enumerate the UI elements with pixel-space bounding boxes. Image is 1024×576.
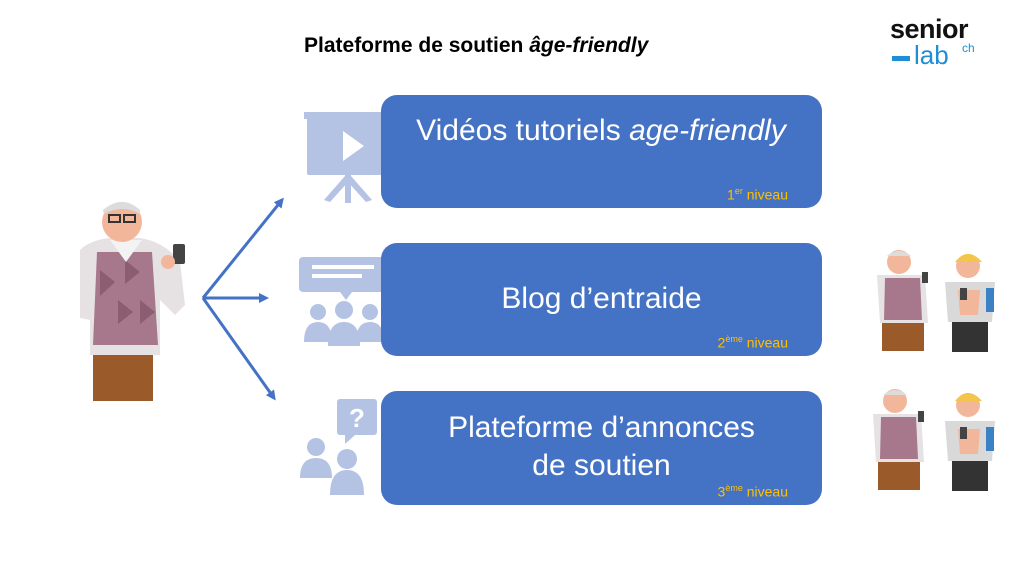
- question-people-icon: ?: [300, 399, 377, 495]
- level-2-label: Blog d’entraide: [501, 282, 702, 315]
- group-chat-icon: [299, 257, 389, 346]
- arrow-to-level-1: [201, 197, 284, 299]
- svg-text:?: ?: [349, 403, 365, 433]
- level-3-label-line2: de soutien: [532, 449, 671, 482]
- level-3-box: Plateforme d’annonces de soutien 3ème ni…: [381, 391, 822, 505]
- level-1-box: Vidéos tutoriels age-friendly 1er niveau: [381, 95, 822, 208]
- arrow-to-level-3: [201, 297, 276, 401]
- helper-pair-level-3: [873, 389, 995, 491]
- logo-text-senior: senior: [890, 14, 969, 44]
- level-2-box: Blog d’entraide 2ème niveau: [381, 243, 822, 356]
- logo-dash: [892, 56, 910, 61]
- level-1-label: Vidéos tutoriels age-friendly: [416, 114, 786, 147]
- page-title: Plateforme de soutien âge-friendly: [304, 34, 649, 57]
- logo-text-ch: ch: [962, 41, 975, 55]
- logo-text-lab: lab: [914, 40, 949, 70]
- arrows: [201, 197, 284, 401]
- seniorlab-logo: senior lab ch: [890, 14, 990, 70]
- senior-man-illustration: [80, 202, 185, 401]
- level-3-label-line1: Plateforme d’annonces: [448, 411, 755, 444]
- level-1-tag: 1er niveau: [727, 186, 788, 203]
- level-2-tag: 2ème niveau: [717, 334, 788, 351]
- presentation-screen-icon: [304, 112, 392, 203]
- helper-pair-level-2: [877, 250, 995, 352]
- level-3-tag: 3ème niveau: [717, 483, 788, 500]
